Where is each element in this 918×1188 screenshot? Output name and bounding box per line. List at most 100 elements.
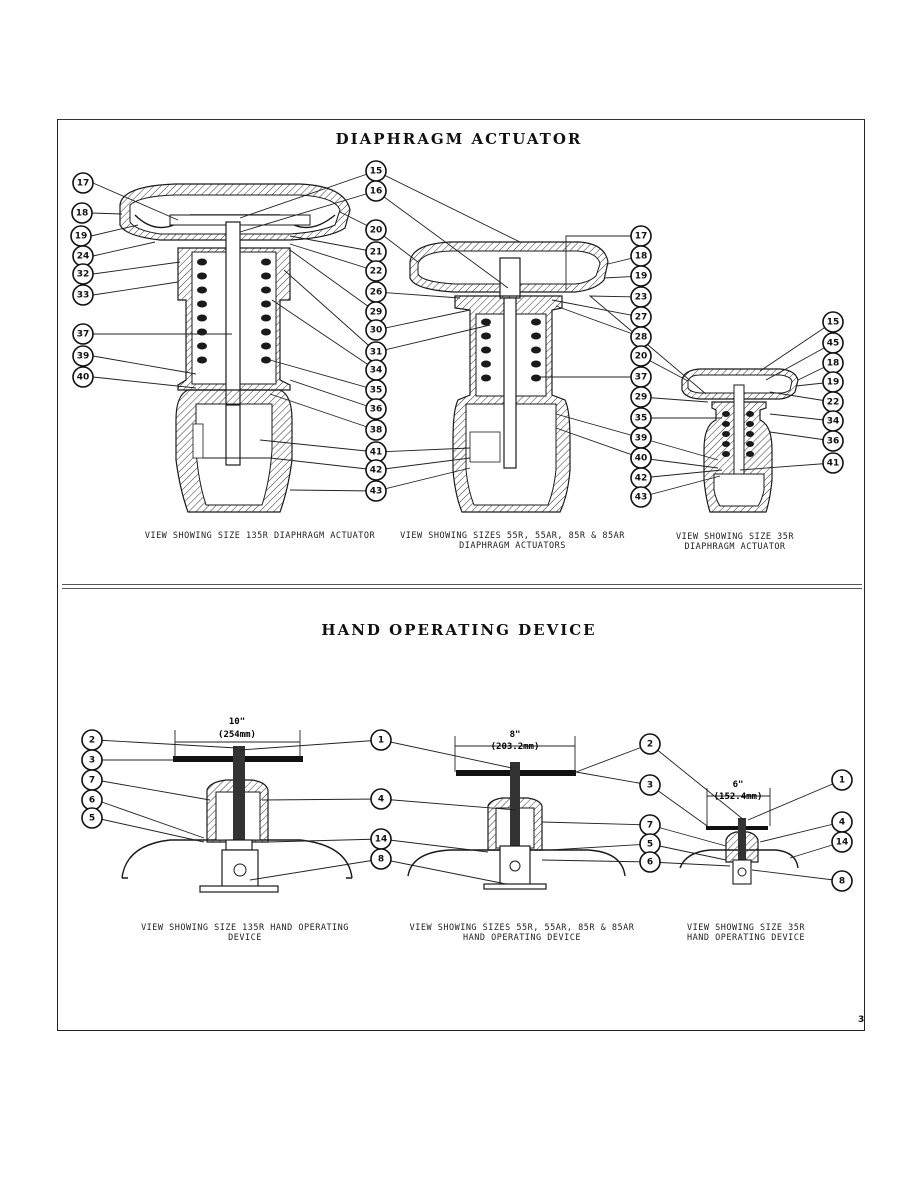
caption-55r-hand-line2: HAND OPERATING DEVICE (463, 933, 581, 943)
callout-7: 7 (81, 769, 103, 791)
callout-32: 32 (72, 263, 94, 285)
callout-label: 1 (839, 776, 845, 786)
caption-35r-actuator-line2: DIAPHRAGM ACTUATOR (684, 542, 786, 552)
callout-29: 29 (630, 386, 652, 408)
callout-label: 14 (375, 835, 388, 845)
callout-label: 15 (370, 167, 383, 177)
callout-label: 23 (635, 293, 648, 303)
callout-39: 39 (72, 345, 94, 367)
dimension-labels: 10" (254mm) 8" (203.2mm) 6" (152.4mm) (218, 717, 762, 802)
callout-label: 36 (827, 437, 840, 447)
callout-label: 19 (827, 378, 840, 388)
callout-2: 2 (81, 729, 103, 751)
callout-15: 15 (365, 160, 387, 182)
callout-label: 32 (77, 270, 90, 280)
callout-label: 29 (370, 308, 383, 318)
callout-37: 37 (72, 323, 94, 345)
callout-label: 7 (647, 821, 653, 831)
callout-label: 40 (635, 454, 648, 464)
callout-1: 1 (831, 769, 853, 791)
callout-label: 5 (647, 840, 653, 850)
callout-label: 5 (89, 814, 95, 824)
dim-left-mm: (254mm) (218, 730, 256, 740)
callout-4: 4 (370, 788, 392, 810)
callout-4: 4 (831, 811, 853, 833)
callout-label: 7 (89, 776, 95, 786)
callout-20: 20 (630, 345, 652, 367)
dim-left-inches: 10" (229, 717, 245, 727)
callout-40: 40 (72, 366, 94, 388)
callout-label: 30 (370, 326, 383, 336)
caption-55r-hand-line1: VIEW SHOWING SIZES 55R, 55AR, 85R & 85AR (409, 923, 635, 933)
callout-label: 28 (635, 333, 648, 343)
callout-38: 38 (365, 419, 387, 441)
callout-label: 14 (836, 838, 849, 848)
callout-26: 26 (365, 281, 387, 303)
callout-19: 19 (70, 225, 92, 247)
callout-label: 35 (370, 386, 383, 396)
callout-label: 22 (827, 398, 840, 408)
callout-40: 40 (630, 447, 652, 469)
callout-6: 6 (639, 851, 661, 873)
callout-label: 18 (76, 209, 89, 219)
callout-label: 2 (647, 740, 653, 750)
callout-23: 23 (630, 286, 652, 308)
dim-right-inches: 6" (733, 780, 744, 790)
actuator-55r-drawing (409, 241, 609, 513)
callout-label: 24 (77, 252, 90, 262)
callout-39: 39 (630, 427, 652, 449)
hand-device-35r-drawing (679, 818, 799, 885)
callout-19: 19 (630, 265, 652, 287)
callout-label: 39 (77, 352, 90, 362)
callout-5: 5 (81, 807, 103, 829)
callout-28: 28 (630, 326, 652, 348)
callout-14: 14 (831, 831, 853, 853)
callout-43: 43 (365, 480, 387, 502)
callout-label: 33 (77, 291, 90, 301)
callout-2: 2 (639, 733, 661, 755)
callout-18: 18 (630, 245, 652, 267)
hand-device-55r-drawing (407, 762, 626, 890)
callout-label: 15 (827, 318, 840, 328)
callout-35: 35 (365, 379, 387, 401)
callout-31: 31 (365, 341, 387, 363)
diaphragm-actuator-title: DIAPHRAGM ACTUATOR (335, 130, 583, 148)
callout-label: 4 (378, 795, 384, 805)
callout-34: 34 (822, 410, 844, 432)
callout-label: 18 (635, 252, 648, 262)
callout-20: 20 (365, 219, 387, 241)
dimension-lines (174, 730, 771, 826)
callout-18: 18 (71, 202, 93, 224)
callout-label: 4 (839, 818, 845, 828)
callout-21: 21 (365, 241, 387, 263)
callout-30: 30 (365, 319, 387, 341)
callout-label: 22 (370, 267, 383, 277)
callout-label: 26 (370, 288, 383, 298)
callout-label: 17 (635, 232, 648, 242)
callout-27: 27 (630, 306, 652, 328)
callout-41: 41 (365, 441, 387, 463)
callout-42: 42 (630, 467, 652, 489)
callout-label: 27 (635, 313, 648, 323)
callout-3: 3 (81, 749, 103, 771)
callout-29: 29 (365, 301, 387, 323)
callout-label: 19 (75, 232, 88, 242)
dim-right-mm: (152.4mm) (714, 792, 763, 802)
callout-17: 17 (72, 172, 94, 194)
callout-33: 33 (72, 284, 94, 306)
caption-35r-hand-line1: VIEW SHOWING SIZE 35R (687, 923, 805, 933)
caption-135r-actuator: VIEW SHOWING SIZE 135R DIAPHRAGM ACTUATO… (144, 531, 376, 541)
callout-label: 21 (370, 248, 383, 258)
actuator-35r-drawing (681, 368, 799, 513)
callout-label: 43 (370, 487, 383, 497)
callout-label: 35 (635, 414, 648, 424)
callout-41: 41 (822, 452, 844, 474)
callout-label: 37 (77, 330, 90, 340)
callout-6: 6 (81, 789, 103, 811)
caption-35r-hand-line2: HAND OPERATING DEVICE (687, 933, 805, 943)
callout-label: 37 (635, 373, 648, 383)
callout-22: 22 (822, 391, 844, 413)
callout-label: 38 (370, 426, 383, 436)
callout-label: 45 (827, 339, 840, 349)
